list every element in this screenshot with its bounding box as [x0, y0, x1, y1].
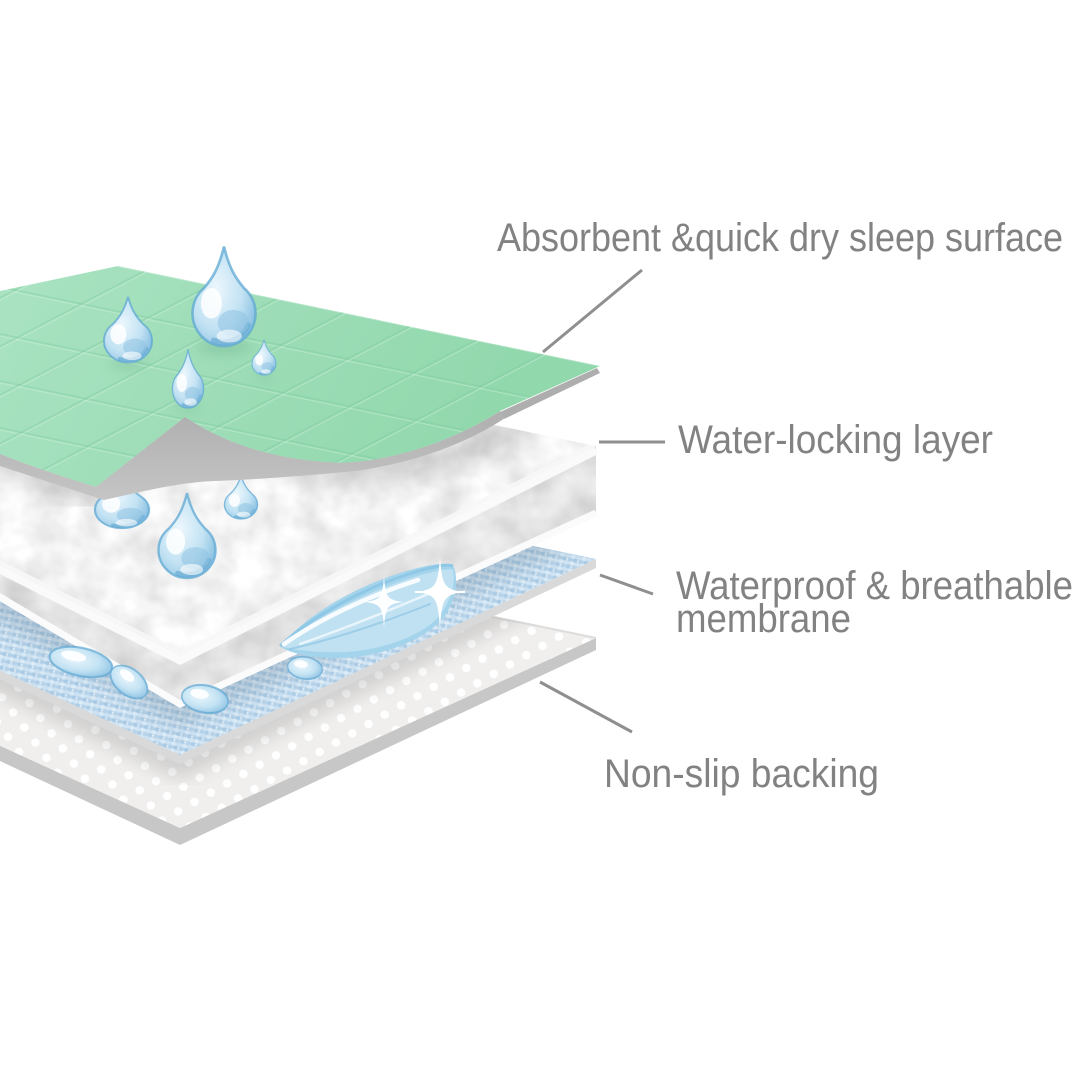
svg-text:Water-locking layer: Water-locking layer: [678, 418, 993, 462]
svg-text:membrane: membrane: [676, 597, 851, 641]
svg-text:Absorbent &quick dry sleep sur: Absorbent &quick dry sleep surface: [497, 216, 1063, 260]
svg-text:Waterproof & breathable: Waterproof & breathable: [676, 564, 1073, 608]
svg-text:Non-slip backing: Non-slip backing: [604, 752, 879, 796]
